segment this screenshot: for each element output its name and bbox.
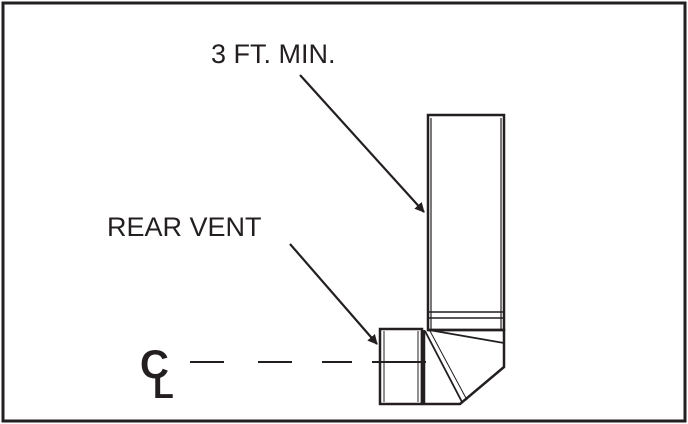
vertical-vent-pipe [426, 113, 506, 332]
centerline-c-glyph: C [140, 343, 169, 387]
rear-vent-pipe [378, 327, 424, 406]
rear-vent-leader-arrow [289, 243, 378, 345]
min-height-leader-arrow [299, 74, 425, 213]
min-height-label: 3 FT. MIN. [211, 39, 336, 69]
elbow-section [420, 328, 506, 406]
centerline-symbol: CL C L [140, 343, 174, 406]
centerline-l-glyph: L [153, 368, 174, 406]
rear-vent-label: REAR VENT [107, 212, 262, 242]
